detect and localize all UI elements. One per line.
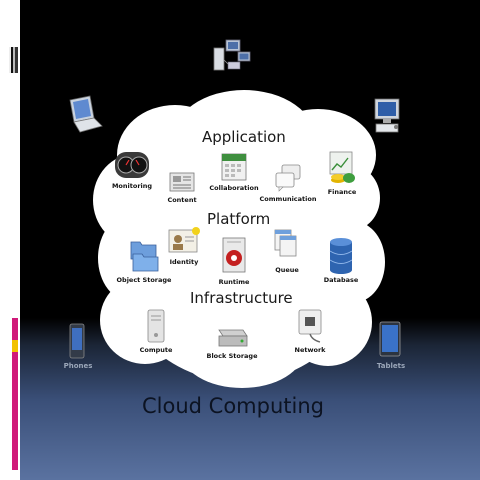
gauge-icon <box>115 152 149 178</box>
label-collaboration: Collaboration <box>209 184 259 192</box>
label-network: Network <box>294 346 326 354</box>
item-compute: Compute <box>120 308 192 354</box>
diagram-caption: Cloud Computing <box>142 394 324 418</box>
network-icon <box>298 309 322 343</box>
label-compute: Compute <box>139 346 173 354</box>
tablets-label: Tablets <box>376 362 406 370</box>
folders-icon <box>130 241 159 272</box>
item-network: Network <box>274 308 346 354</box>
section-application: Application <box>202 128 286 146</box>
top-marker <box>9 47 18 73</box>
servers-icon <box>213 39 251 71</box>
item-block-storage: Block Storage <box>196 322 268 360</box>
database-icon <box>329 238 353 274</box>
section-platform: Platform <box>207 210 271 228</box>
item-collaboration: Collaboration <box>198 150 270 192</box>
item-identity: Identity <box>148 226 220 266</box>
calendar-icon <box>221 153 247 181</box>
accent-bar-pink <box>12 318 18 470</box>
accent-bar-yellow <box>12 340 18 352</box>
queue-icon <box>274 229 297 257</box>
phones-label: Phones <box>63 362 93 370</box>
label-block-storage: Block Storage <box>206 352 258 360</box>
item-communication: Communication <box>252 163 324 203</box>
item-content: Content <box>146 170 218 204</box>
section-infrastructure: Infrastructure <box>190 289 293 307</box>
item-finance: Finance <box>306 150 378 196</box>
item-queue: Queue <box>251 228 323 274</box>
label-database: Database <box>323 276 359 284</box>
newspaper-icon <box>169 172 195 192</box>
label-object-storage: Object Storage <box>116 276 172 284</box>
desktop-icon <box>374 98 400 133</box>
runtime-icon <box>222 237 246 273</box>
label-content: Content <box>167 196 197 204</box>
label-queue: Queue <box>275 266 299 274</box>
item-monitoring: Monitoring <box>96 150 168 190</box>
label-identity: Identity <box>169 258 199 266</box>
coins-icon <box>329 151 355 183</box>
id-card-icon <box>168 227 200 253</box>
label-finance: Finance <box>327 188 357 196</box>
item-runtime: Runtime <box>198 236 270 286</box>
label-runtime: Runtime <box>218 278 250 286</box>
drive-icon <box>218 329 248 347</box>
tablet-icon <box>379 321 401 357</box>
label-communication: Communication <box>259 195 317 203</box>
laptop-icon <box>69 95 103 133</box>
label-monitoring: Monitoring <box>111 182 153 190</box>
chat-bubbles-icon <box>275 164 301 192</box>
phone-icon <box>69 323 85 359</box>
item-database: Database <box>305 236 377 284</box>
item-object-storage: Object Storage <box>108 236 180 284</box>
compute-icon <box>147 309 165 343</box>
